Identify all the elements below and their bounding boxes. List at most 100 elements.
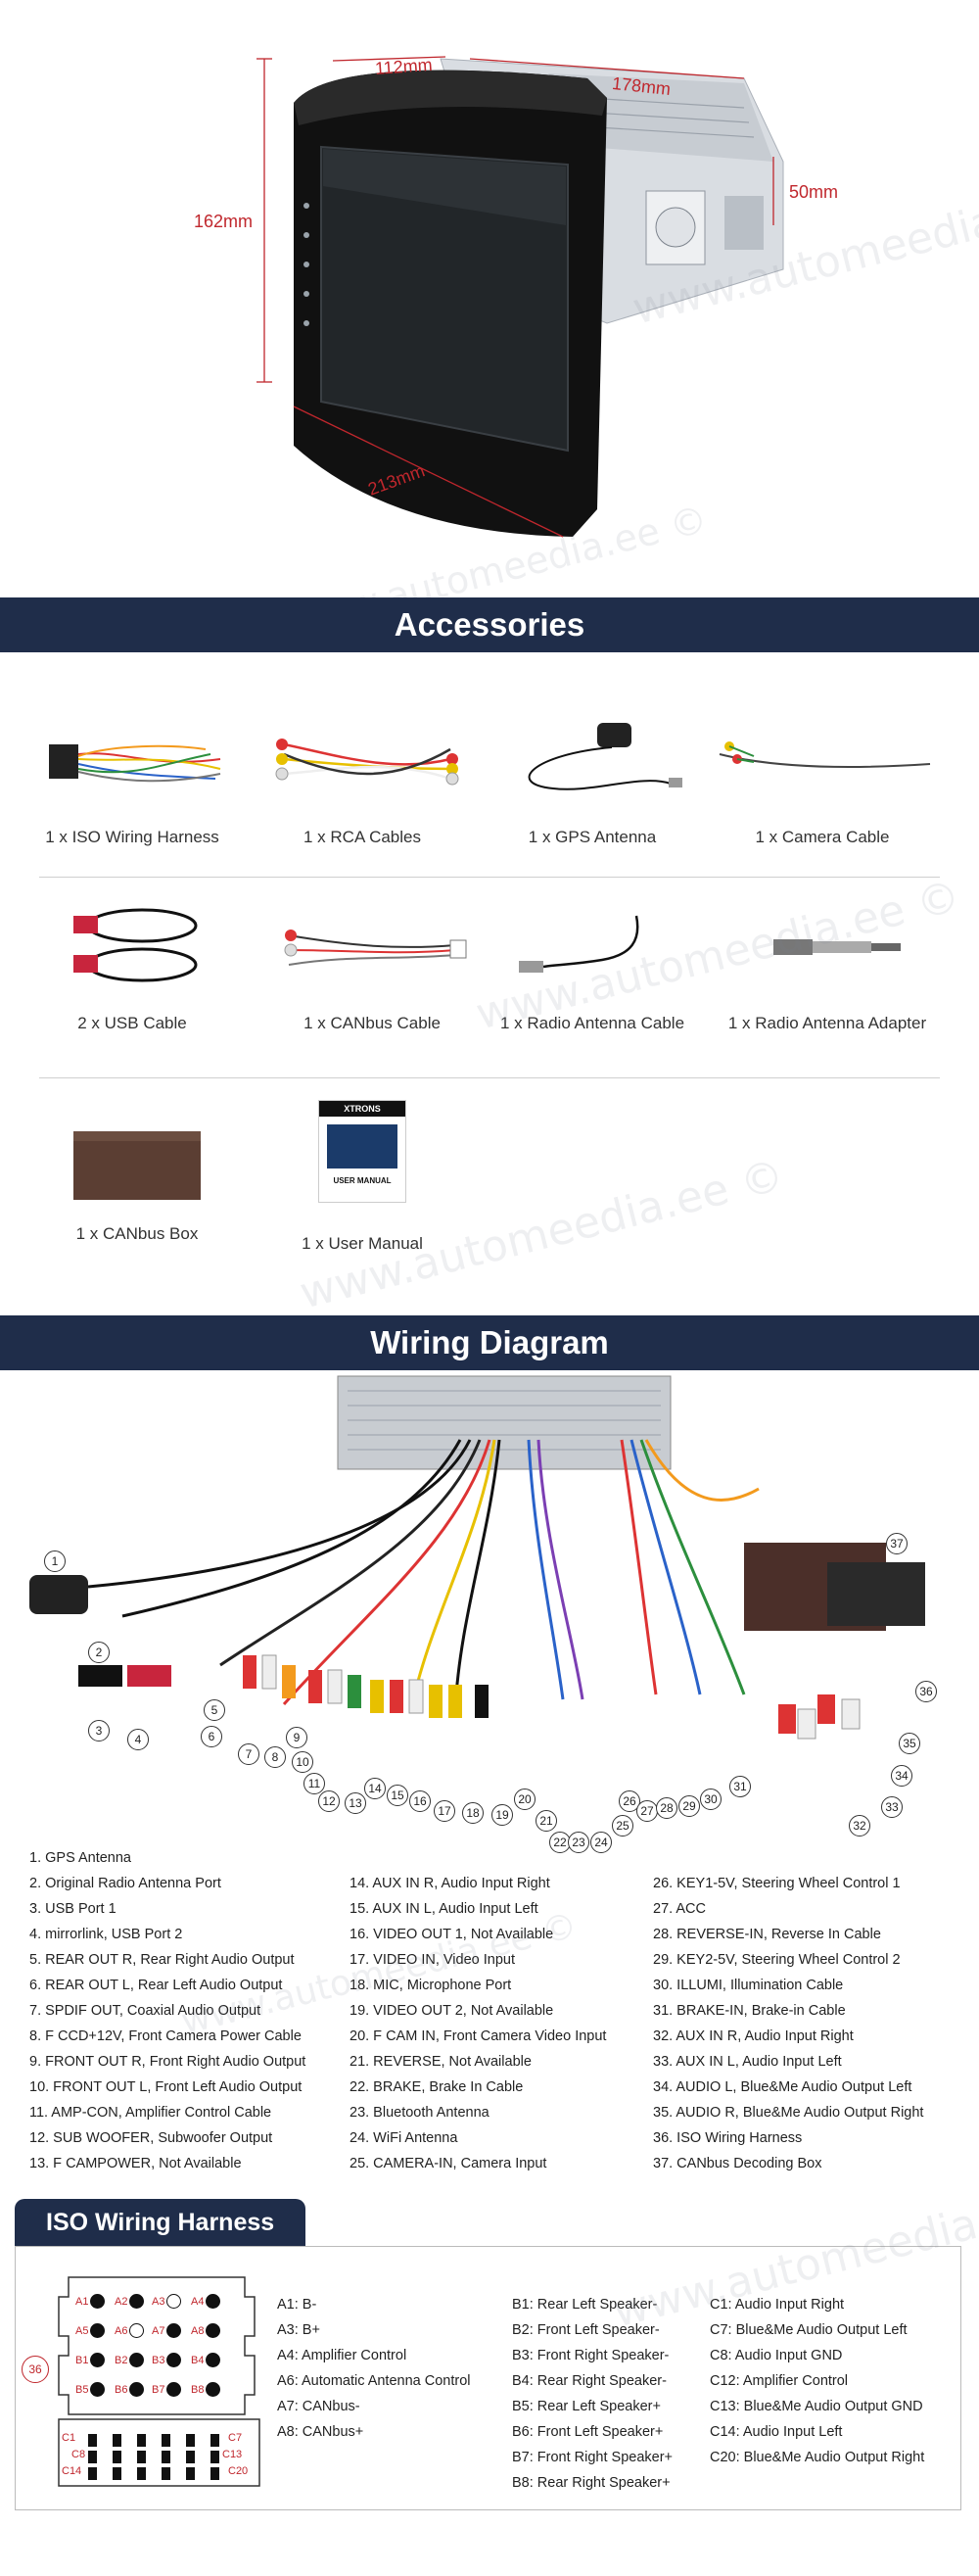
legend-item: 21. REVERSE, Not Available — [350, 2054, 532, 2070]
wiring-marker-26: 26 — [619, 1790, 640, 1812]
manual-title: USER MANUAL — [333, 1175, 392, 1185]
wiring-marker-12: 12 — [318, 1790, 340, 1812]
pin-item: A4: Amplifier Control — [277, 2348, 407, 2363]
iso-pin-label: C7 — [228, 2432, 243, 2444]
radio-antenna-adapter-image — [710, 896, 945, 994]
iso-pin-label: C13 — [222, 2449, 243, 2460]
wiring-marker-31: 31 — [729, 1776, 751, 1797]
wiring-marker-17: 17 — [434, 1800, 455, 1822]
pin-item: B7: Front Right Speaker+ — [512, 2450, 674, 2465]
legend-item: 24. WiFi Antenna — [350, 2130, 458, 2146]
wiring-marker-28: 28 — [656, 1797, 677, 1819]
camera-cable-image — [705, 710, 940, 808]
iso-pin: A7 — [152, 2323, 182, 2338]
head-unit-illustration — [256, 56, 784, 538]
accessory-label: 1 x Radio Antenna Adapter — [727, 1014, 927, 1032]
legend-item: 16. VIDEO OUT 1, Not Available — [350, 1927, 554, 1942]
legend-item: 23. Bluetooth Antenna — [350, 2105, 490, 2121]
wiring-marker-20: 20 — [514, 1789, 536, 1810]
iso-pin-label: B3 — [152, 2354, 165, 2366]
legend-item: 29. KEY2-5V, Steering Wheel Control 2 — [653, 1952, 901, 1968]
user-manual-image: XTRONS USER MANUAL — [264, 1099, 460, 1215]
iso-pin-socket — [90, 2382, 106, 2397]
wiring-marker-10: 10 — [292, 1751, 313, 1773]
accessory-item: 1 x RCA Cables — [250, 710, 475, 847]
accessory-label: 1 x CANbus Box — [75, 1224, 199, 1243]
legend-item: 11. AMP-CON, Amplifier Control Cable — [29, 2105, 272, 2121]
iso-pin-socket — [166, 2382, 182, 2397]
iso-pin-label: B5 — [75, 2383, 89, 2396]
wiring-marker-33: 33 — [881, 1796, 903, 1818]
legend-item: 1. GPS Antenna — [29, 1850, 131, 1866]
accessory-item: 1 x Camera Cable — [705, 710, 940, 847]
iso-pin-socket — [129, 2353, 145, 2367]
iso-pin: A1 — [75, 2294, 106, 2309]
wiring-marker-18: 18 — [462, 1802, 484, 1824]
wiring-marker-25: 25 — [612, 1815, 633, 1837]
legend-item: 28. REVERSE-IN, Reverse In Cable — [653, 1927, 881, 1942]
wiring-marker-32: 32 — [849, 1815, 870, 1837]
iso-pin: B6 — [115, 2382, 145, 2397]
wiring-marker-24: 24 — [590, 1832, 612, 1853]
iso-pin-label: A2 — [115, 2295, 128, 2308]
iso-pin-label: A6 — [115, 2324, 128, 2337]
iso-pin-socket — [206, 2382, 221, 2397]
pin-item: A1: B- — [277, 2297, 317, 2313]
iso-marker-circle: 36 — [22, 2356, 49, 2383]
accessory-item: 2 x USB Cable — [29, 896, 235, 1033]
product-hero: 112mm 178mm 162mm 50mm 213mm www.automee… — [0, 0, 979, 643]
iso-pin-socket — [90, 2323, 106, 2338]
accessory-label: 1 x Radio Antenna Cable — [499, 1014, 685, 1032]
iso-pin-socket — [90, 2353, 106, 2367]
iso-connector-outline — [58, 2276, 260, 2487]
iso-harness-image — [29, 710, 235, 808]
accessory-item: XTRONS USER MANUAL 1 x User Manual — [264, 1099, 460, 1254]
iso-pin-socket — [166, 2353, 182, 2367]
wiring-marker-37: 37 — [886, 1533, 908, 1554]
accessory-item: 1 x Radio Antenna Cable — [490, 896, 695, 1033]
wiring-marker-19: 19 — [491, 1804, 513, 1826]
accessory-label: 1 x GPS Antenna — [528, 828, 657, 846]
iso-pins-b: B1: Rear Left Speaker- B2: Front Left Sp… — [512, 2292, 673, 2496]
wiring-marker-11: 11 — [303, 1773, 325, 1794]
accessory-item: 1 x ISO Wiring Harness — [29, 710, 235, 847]
iso-pin: B2 — [115, 2353, 145, 2367]
legend-item: 13. F CAMPOWER, Not Available — [29, 2156, 242, 2171]
iso-pin-label: B6 — [115, 2383, 128, 2396]
pin-item: A6: Automatic Antenna Control — [277, 2373, 471, 2389]
legend-item: 27. ACC — [653, 1901, 706, 1917]
iso-harness-panel — [15, 2246, 961, 2510]
iso-pins-a: A1: B- A3: B+ A4: Amplifier Control A6: … — [277, 2292, 471, 2445]
legend-item: 33. AUX IN L, Audio Input Left — [653, 2054, 842, 2070]
canbus-box-image — [39, 1107, 235, 1205]
iso-pin-socket — [206, 2294, 221, 2309]
accessory-label: 1 x User Manual — [302, 1234, 423, 1253]
dimension-side: 50mm — [789, 182, 839, 202]
legend-item: 19. VIDEO OUT 2, Not Available — [350, 2003, 554, 2019]
manual-screen — [327, 1123, 397, 1169]
legend-item: 36. ISO Wiring Harness — [653, 2130, 803, 2146]
legend-item: 20. F CAM IN, Front Camera Video Input — [350, 2028, 607, 2044]
iso-pin-label: B2 — [115, 2354, 128, 2366]
iso-pin: A3 — [152, 2294, 182, 2309]
iso-pin: B8 — [191, 2382, 221, 2397]
wiring-legend-col-1: 1. GPS Antenna 2. Original Radio Antenna… — [29, 1845, 305, 2176]
legend-item: 14. AUX IN R, Audio Input Right — [350, 1876, 550, 1891]
pin-item: B8: Rear Right Speaker+ — [512, 2475, 671, 2491]
iso-pin-socket — [129, 2323, 145, 2338]
pin-item: B2: Front Left Speaker- — [512, 2322, 660, 2338]
iso-pin-label: C14 — [62, 2465, 82, 2477]
usb-cable-image — [29, 896, 235, 994]
wiring-marker-6: 6 — [201, 1726, 222, 1747]
iso-pin-socket — [90, 2294, 106, 2309]
iso-pin: A8 — [191, 2323, 221, 2338]
iso-pin-socket — [129, 2294, 145, 2309]
wiring-marker-22: 22 — [549, 1832, 571, 1853]
canbus-cable-image — [264, 896, 480, 994]
iso-pin-socket — [166, 2294, 182, 2309]
legend-item: 3. USB Port 1 — [29, 1901, 117, 1917]
divider — [39, 877, 940, 878]
wiring-marker-21: 21 — [536, 1810, 557, 1832]
iso-pin-label: B4 — [191, 2354, 205, 2366]
wiring-marker-13: 13 — [345, 1792, 366, 1814]
